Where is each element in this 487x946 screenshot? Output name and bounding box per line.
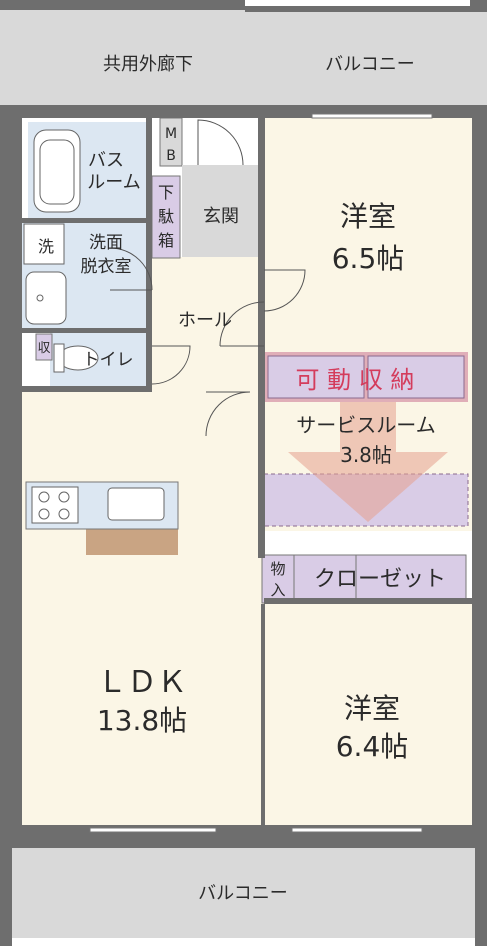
ldk-label: ＬＤＫ — [97, 665, 187, 700]
door-toilet-icon — [151, 345, 191, 385]
balcony-top-area — [270, 10, 487, 105]
burner-icon-2 — [58, 491, 70, 503]
storage-small-label: 収 — [37, 341, 50, 356]
toilet-tank-icon — [53, 343, 65, 373]
closet-box — [293, 554, 467, 604]
entrance-label: 玄関 — [203, 206, 239, 227]
stove-icon — [31, 486, 79, 524]
burner-icon-4 — [58, 508, 70, 520]
western-room-top — [264, 118, 472, 346]
closet-label: クローゼット — [314, 567, 446, 592]
corridor-label: 共用外廊下 — [103, 54, 193, 75]
door-hall-top-icon — [109, 247, 153, 291]
door-ldk-icon — [205, 391, 251, 437]
balcony-top-label: バルコニー — [325, 54, 415, 75]
shoe-cabinet — [151, 175, 181, 259]
shoe-cabinet-label-3: 箱 — [158, 231, 174, 250]
kitchen-sink-icon — [107, 487, 165, 521]
burner-icon-1 — [38, 491, 50, 503]
western-top-size: 6.5帖 — [332, 242, 405, 275]
toilet-label: トイレ — [83, 350, 134, 370]
bathtub-inner-icon — [39, 139, 75, 205]
washroom-label-1: 洗面 — [89, 233, 123, 253]
window-ldk — [89, 827, 217, 833]
hall-label: ホール — [178, 310, 232, 331]
service-room-size: 3.8帖 — [340, 443, 392, 467]
movable-storage-label: 可 動 収 納 — [296, 366, 415, 394]
balcony-bottom-area — [12, 848, 475, 938]
western-bottom-size: 6.4帖 — [336, 730, 409, 763]
shoe-cabinet-label-2: 駄 — [158, 207, 174, 226]
burner-icon-3 — [38, 508, 50, 520]
door-entrance-icon — [197, 119, 244, 166]
bath-label-1: バス — [88, 150, 124, 171]
mono-storage — [261, 554, 295, 604]
western-room-bottom — [264, 603, 472, 825]
washing-machine-icon — [23, 223, 65, 265]
movable-storage-arrow — [288, 402, 448, 522]
hall-floor — [152, 257, 264, 390]
washbasin-icon — [25, 271, 67, 325]
movable-storage-right — [367, 355, 465, 399]
mono-label-2: 入 — [270, 581, 285, 599]
service-room-label: サービスルーム — [296, 413, 435, 437]
window-top — [311, 113, 433, 119]
western-bottom-label: 洋室 — [344, 692, 400, 725]
ldk-floor — [22, 390, 264, 825]
western-top-label: 洋室 — [340, 200, 396, 233]
washroom-label-2: 脱衣室 — [81, 257, 132, 277]
window-bottom-room — [291, 827, 423, 833]
entrance-area — [182, 165, 258, 257]
shoe-cabinet-label-1: 下 — [158, 183, 174, 202]
bath-label-2: ルーム — [87, 172, 140, 193]
kitchen-counter-back — [86, 529, 178, 555]
door-service-icon — [219, 301, 265, 347]
ldk-size: 13.8帖 — [97, 704, 187, 737]
mb-label-2: B — [166, 148, 176, 164]
mono-label-1: 物 — [270, 560, 285, 578]
mb-label-1: M — [165, 126, 177, 142]
movable-storage-left — [267, 355, 365, 399]
balcony-bottom-label: バルコニー — [198, 883, 288, 904]
washbasin-drain-icon — [36, 294, 44, 302]
corridor-area — [0, 10, 270, 105]
storage-small — [35, 333, 53, 361]
wash-label: 洗 — [38, 237, 54, 256]
door-western-top-icon — [263, 269, 306, 312]
